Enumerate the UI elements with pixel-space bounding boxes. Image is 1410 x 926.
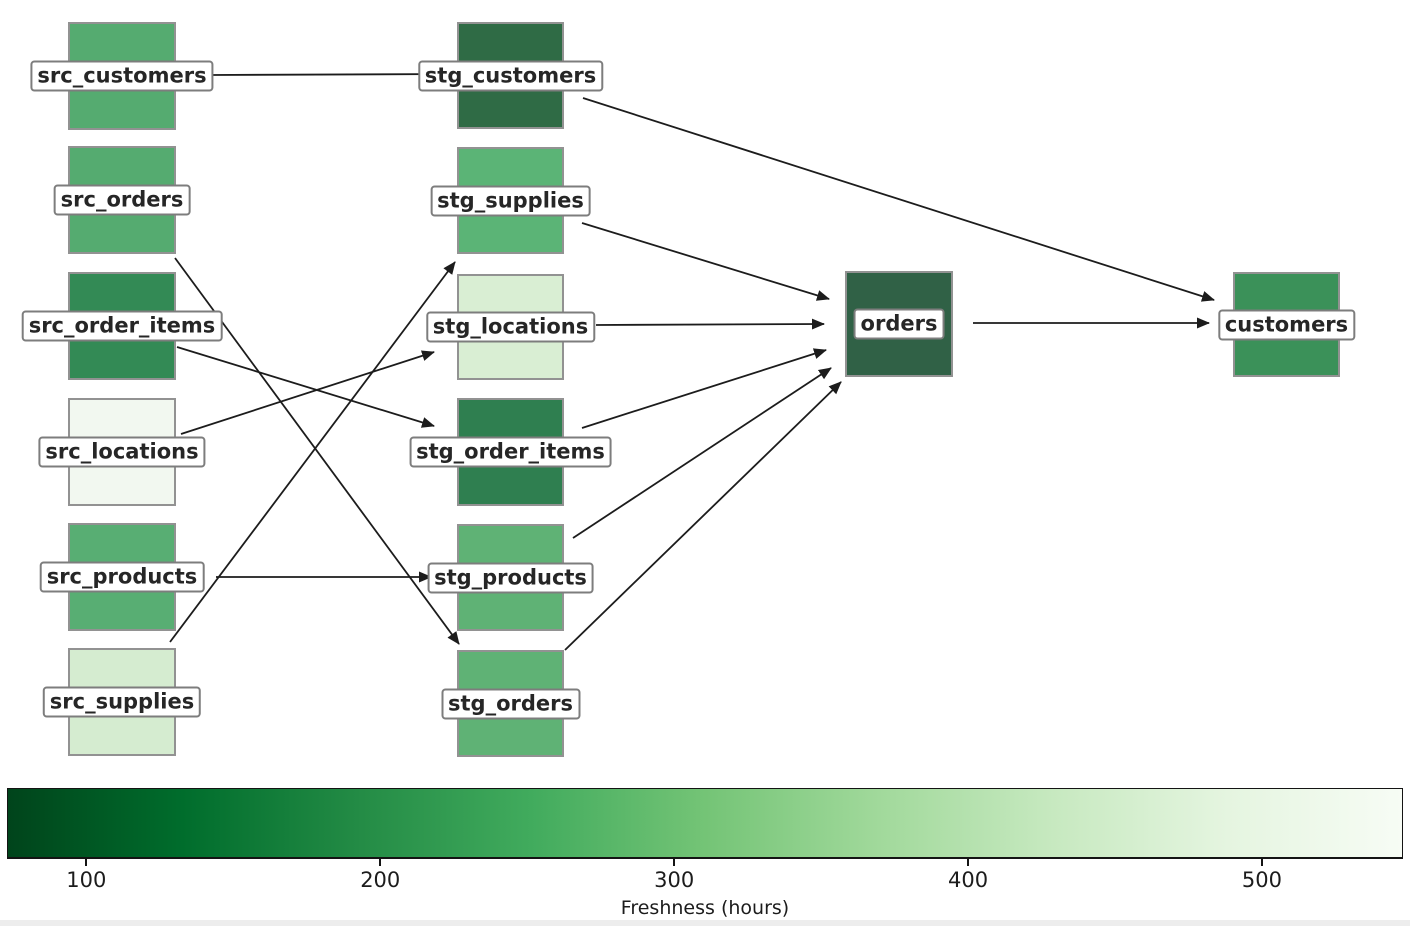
bottom-edge-strip xyxy=(0,920,1410,926)
node-label-stg_order_items: stg_order_items xyxy=(409,436,612,468)
edge-src_order_items-to-stg_order_items xyxy=(176,346,435,428)
edge-stg_supplies-to-orders xyxy=(581,222,830,301)
colorbar-tick-100 xyxy=(85,859,88,866)
node-label-stg_supplies: stg_supplies xyxy=(430,185,591,216)
node-label-src_customers: src_customers xyxy=(30,60,214,92)
colorbar-tick-200 xyxy=(379,859,382,866)
colorbar-axis-label: Freshness (hours) xyxy=(620,897,790,919)
colorbar-tick-label-100: 100 xyxy=(66,868,107,892)
edge-stg_order_items-to-orders xyxy=(581,348,827,429)
node-label-customers: customers xyxy=(1217,309,1356,340)
node-label-src_products: src_products xyxy=(39,561,205,593)
node-label-src_locations: src_locations xyxy=(38,436,206,468)
node-label-stg_orders: stg_orders xyxy=(441,688,580,719)
node-label-stg_customers: stg_customers xyxy=(417,60,604,91)
node-label-src_order_items: src_order_items xyxy=(21,310,223,342)
edge-src_locations-to-stg_locations xyxy=(180,350,435,435)
node-label-src_supplies: src_supplies xyxy=(42,686,202,718)
colorbar-tick-label-200: 200 xyxy=(360,868,401,892)
node-label-stg_locations: stg_locations xyxy=(425,311,596,343)
node-label-orders: orders xyxy=(853,308,945,340)
colorbar-tick-300 xyxy=(673,859,676,866)
node-label-stg_products: stg_products xyxy=(427,562,594,593)
colorbar-tick-label-400: 400 xyxy=(947,868,989,892)
colorbar-tick-500 xyxy=(1260,859,1263,866)
edge-stg_customers-to-customers xyxy=(582,97,1215,302)
edge-stg_orders-to-orders xyxy=(564,381,842,651)
colorbar-tick-label-500: 500 xyxy=(1241,868,1282,892)
colorbar-tick-label-300: 300 xyxy=(654,868,695,892)
colorbar-tick-400 xyxy=(967,859,970,866)
colorbar-gradient xyxy=(7,788,1403,859)
node-label-src_orders: src_orders xyxy=(53,184,191,216)
edge-stg_locations-to-orders xyxy=(595,318,825,330)
